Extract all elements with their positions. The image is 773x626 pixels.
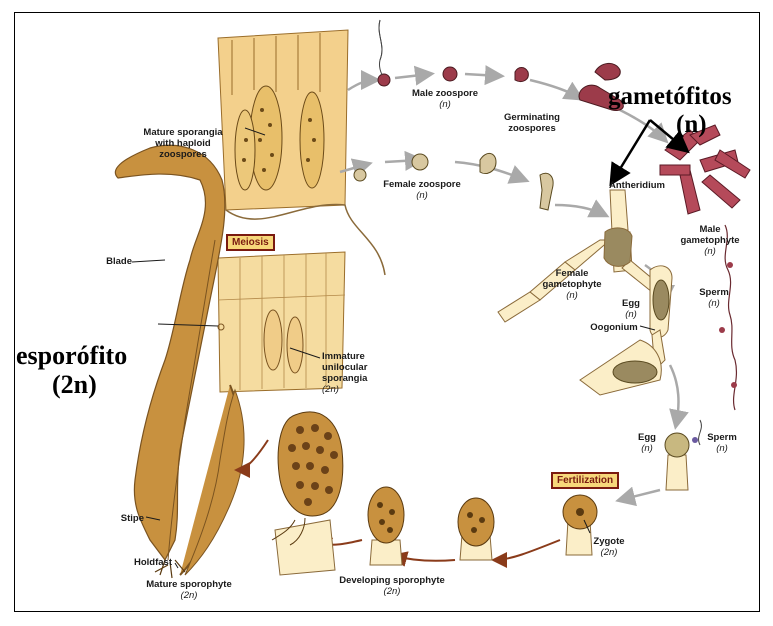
holdfast-label: Holdfast: [118, 557, 172, 568]
sporophyte-ploidy: (2n): [52, 372, 97, 398]
male-gametophyte-label: Male gametophyte (n): [665, 224, 755, 257]
gametophytes-ploidy: (n): [676, 112, 707, 137]
germinating-zoospores-label: Germinating zoospores: [487, 112, 577, 134]
gametophytes-title: gametófitos: [608, 84, 732, 109]
cycle-arrows: [340, 74, 678, 500]
egg-bottom-label: Egg (n): [632, 432, 662, 454]
oogonium-label: Oogonium: [584, 322, 644, 333]
developing-sporophyte-drawings: [368, 487, 494, 565]
blade-label: Blade: [92, 256, 132, 267]
antheridium-label: Antheridium: [597, 180, 677, 191]
fertilization-drawing: [665, 420, 701, 490]
sporophyte-title: esporófito: [16, 343, 127, 369]
female-gametophyte-label: Female gametophyte (n): [532, 268, 612, 301]
sperm-top-label: Sperm (n): [692, 287, 736, 309]
mature-sporophyte-label: Mature sporophyte (2n): [124, 579, 254, 601]
young-sporophyte-drawing: [272, 412, 343, 575]
immature-sporangia-label: Immature unilocular sporangia (2n): [322, 351, 392, 395]
developing-sporophyte-label: Developing sporophyte (2n): [322, 575, 462, 597]
egg-top-label: Egg (n): [617, 298, 645, 320]
meiosis-box: Meiosis: [226, 234, 275, 251]
mature-sporangia-label: Mature sporangia with haploid zoospores: [124, 127, 242, 160]
stipe-label: Stipe: [100, 513, 144, 524]
zygote-label: Zygote (2n): [586, 536, 632, 558]
fertilization-box: Fertilization: [551, 472, 619, 489]
sperm-bottom-label: Sperm (n): [700, 432, 744, 454]
female-zoospore-label: Female zoospore (n): [370, 179, 474, 201]
male-zoospore-label: Male zoospore (n): [400, 88, 490, 110]
